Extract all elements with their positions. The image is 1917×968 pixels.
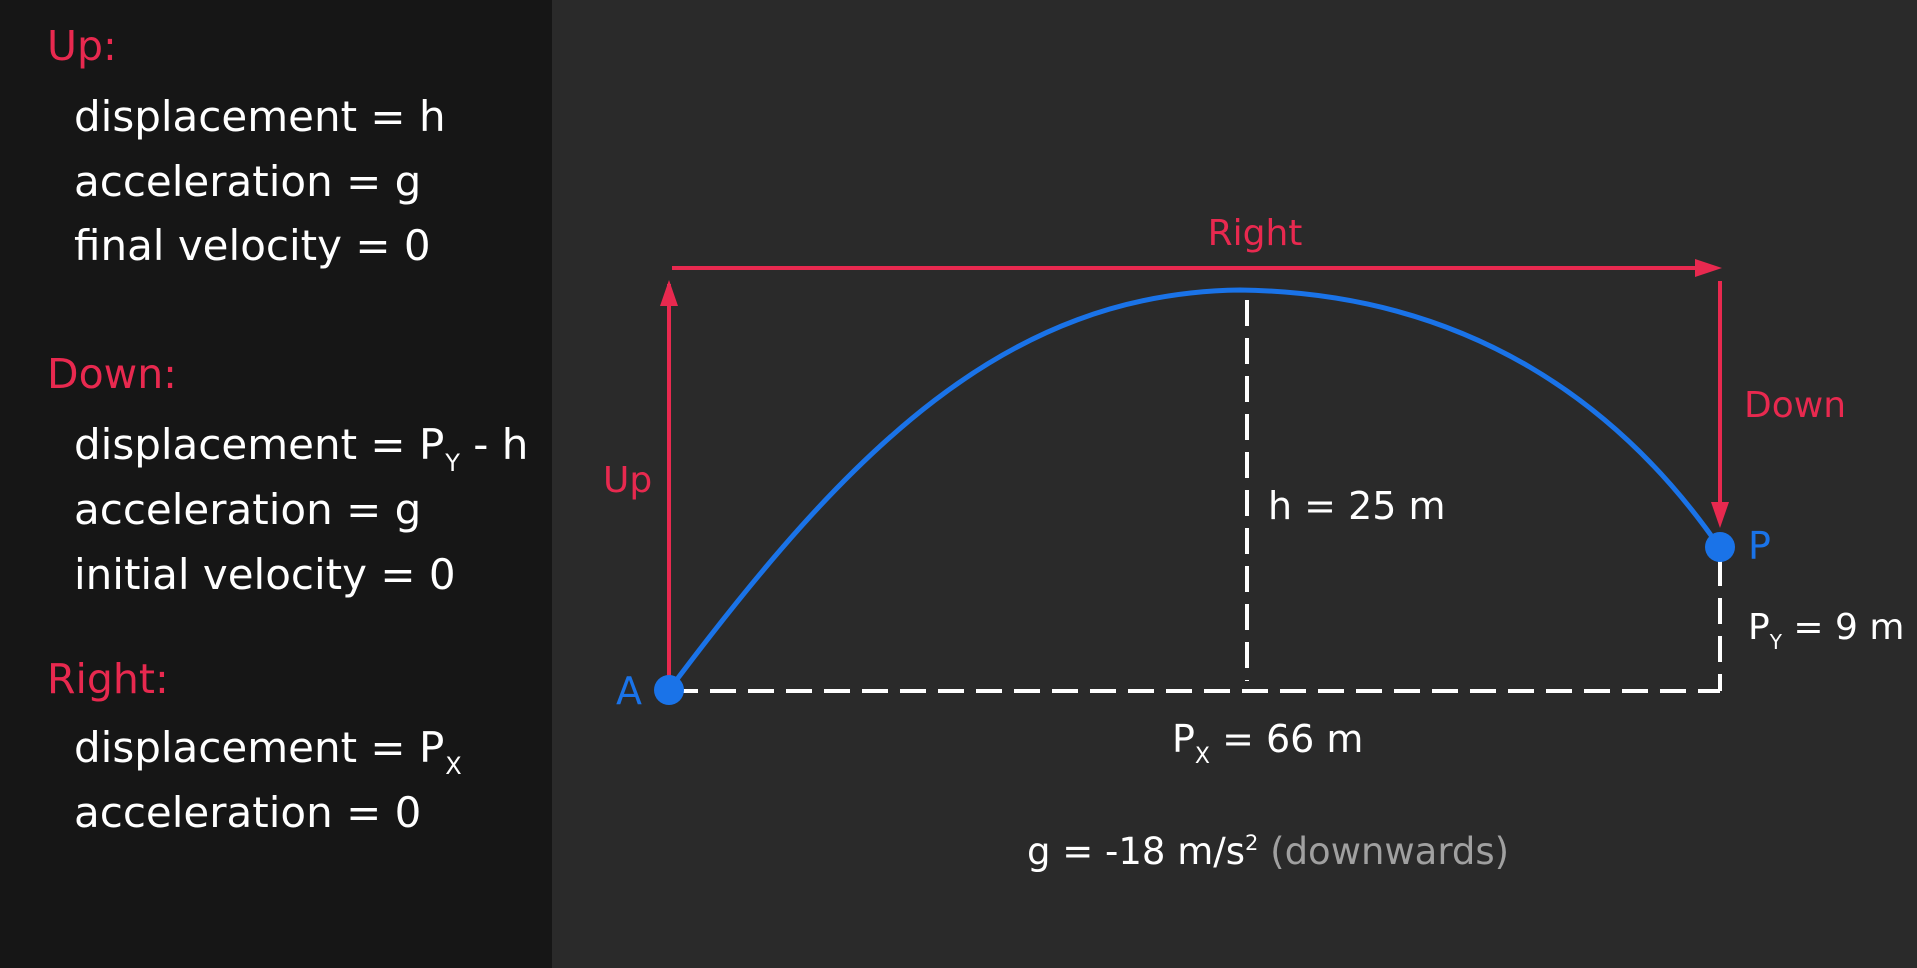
py-label-suffix: = 9 m [1782,607,1904,648]
py-label-prefix: P [1748,607,1770,648]
gravity-label-note: (downwards) [1258,830,1509,873]
right-displacement-prefix: displacement = P [74,723,445,772]
down-arrow-label: Down [1744,385,1846,426]
gravity-label-main: g = -18 m/s [1027,830,1245,873]
point-p-label: P [1748,524,1771,568]
down-displacement-subscript: Y [445,449,460,477]
right-displacement: displacement = PX [74,723,462,780]
up-arrow-head [660,280,678,306]
gravity-label: g = -18 m/s2 (downwards) [1027,830,1509,873]
up-displacement: displacement = h [74,92,446,141]
up-acceleration: acceleration = g [74,157,422,206]
down-displacement-suffix: - h [459,420,529,469]
up-final-velocity: final velocity = 0 [74,221,431,270]
px-label: PX = 66 m [1172,717,1363,769]
down-heading: Down: [47,350,177,398]
px-label-subscript: X [1195,744,1210,769]
down-acceleration: acceleration = g [74,485,422,534]
gravity-label-superscript: 2 [1245,831,1258,855]
point-p-dot [1705,532,1735,562]
point-a-dot [654,675,684,705]
down-displacement: displacement = PY - h [74,420,529,477]
px-label-suffix: = 66 m [1210,717,1363,761]
height-label: h = 25 m [1268,484,1446,528]
py-label: PY = 9 m [1748,607,1904,654]
py-label-subscript: Y [1769,630,1783,654]
trajectory-curve [666,287,1723,692]
px-label-prefix: P [1172,717,1195,761]
down-arrow-head [1711,502,1729,528]
right-displacement-subscript: X [445,752,462,780]
right-arrow-head [1695,259,1722,277]
up-heading: Up: [47,22,117,70]
down-displacement-prefix: displacement = P [74,420,445,469]
right-heading: Right: [47,655,169,703]
right-arrow-label: Right [1208,213,1303,254]
up-arrow-label: Up [603,460,652,501]
point-a-label: A [616,669,642,713]
right-acceleration: acceleration = 0 [74,788,422,837]
down-initial-velocity: initial velocity = 0 [74,550,456,599]
equations-panel: Up: displacement = h acceleration = g fi… [0,0,552,968]
